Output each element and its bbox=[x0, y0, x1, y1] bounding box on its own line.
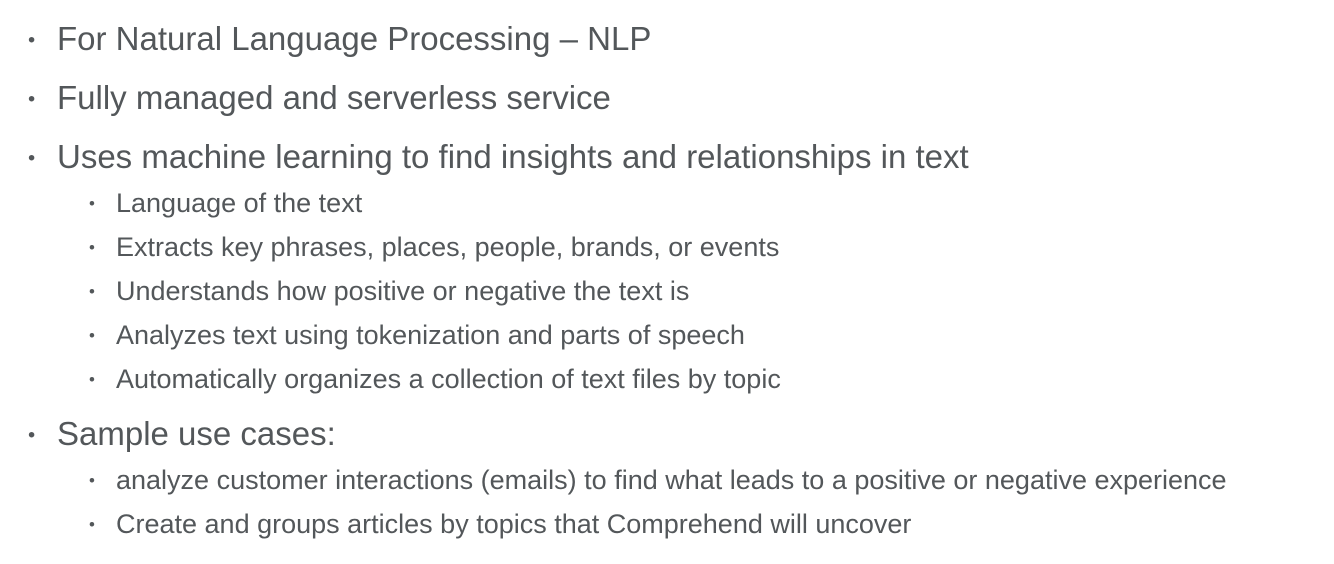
list-item: • Uses machine learning to find insights … bbox=[0, 140, 1334, 173]
bullet-icon: • bbox=[89, 325, 95, 345]
bullet-text: Sample use cases: bbox=[57, 415, 336, 452]
bullet-icon: • bbox=[89, 369, 95, 389]
list-item: • Sample use cases: bbox=[0, 417, 1334, 450]
bullet-list: • For Natural Language Processing – NLP • F… bbox=[0, 22, 1334, 538]
list-item: • Create and groups articles by topics th… bbox=[0, 511, 1334, 538]
bullet-text: For Natural Language Processing – NLP bbox=[57, 20, 652, 57]
bullet-icon: • bbox=[28, 87, 36, 111]
bullet-icon: • bbox=[89, 237, 95, 257]
list-item: • Analyzes text using tokenization and pa… bbox=[0, 322, 1334, 349]
bullet-text: Language of the text bbox=[116, 188, 363, 218]
list-item: • Automatically organizes a collection of… bbox=[0, 366, 1334, 393]
bullet-text: Automatically organizes a collection of … bbox=[116, 364, 781, 394]
list-item: • Understands how positive or negative th… bbox=[0, 278, 1334, 305]
bullet-icon: • bbox=[89, 281, 95, 301]
bullet-icon: • bbox=[28, 423, 36, 447]
bullet-icon: • bbox=[89, 193, 95, 213]
bullet-text: Analyzes text using tokenization and par… bbox=[116, 320, 745, 350]
bullet-text: Uses machine learning to find insights a… bbox=[57, 138, 969, 175]
list-item: • Extracts key phrases, places, people, b… bbox=[0, 234, 1334, 261]
bullet-text: Create and groups articles by topics tha… bbox=[116, 509, 912, 539]
bullet-icon: • bbox=[89, 470, 95, 490]
bullet-icon: • bbox=[28, 146, 36, 170]
bullet-text: Extracts key phrases, places, people, br… bbox=[116, 232, 780, 262]
list-item: • analyze customer interactions (emails) … bbox=[0, 467, 1334, 494]
bullet-icon: • bbox=[28, 28, 36, 52]
list-item: • Language of the text bbox=[0, 190, 1334, 217]
bullet-icon: • bbox=[89, 514, 95, 534]
list-item: • For Natural Language Processing – NLP bbox=[0, 22, 1334, 55]
bullet-text: analyze customer interactions (emails) t… bbox=[116, 465, 1227, 495]
list-item: • Fully managed and serverless service bbox=[0, 81, 1334, 114]
bullet-text: Understands how positive or negative the… bbox=[116, 276, 690, 306]
bullet-text: Fully managed and serverless service bbox=[57, 79, 611, 116]
